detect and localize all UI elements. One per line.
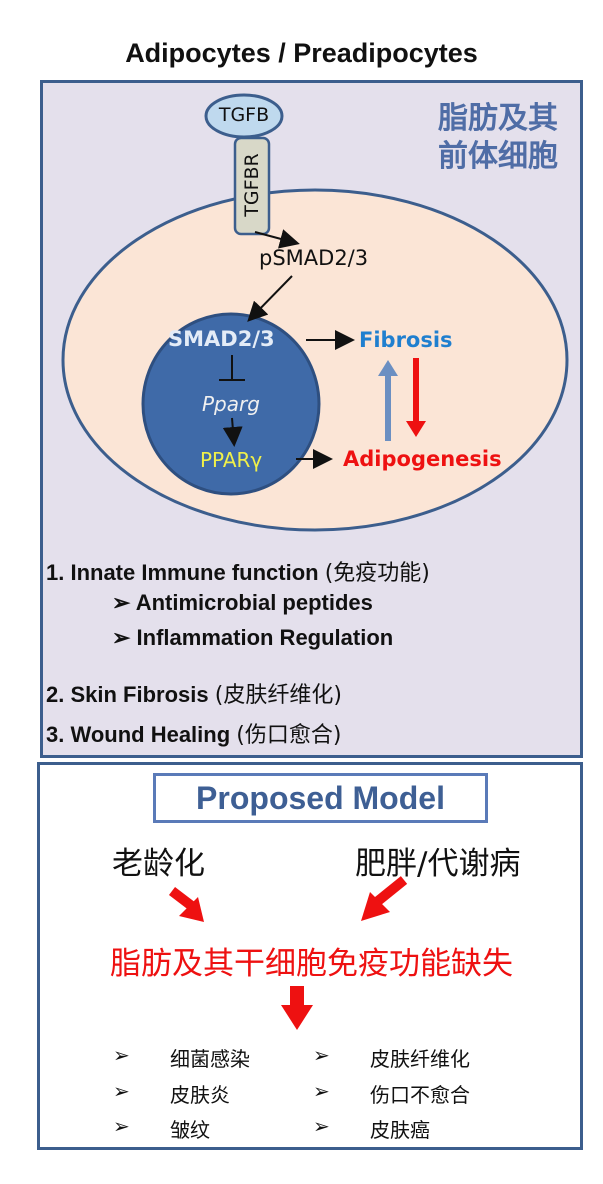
adipogenesis-label: Adipogenesis: [343, 447, 502, 471]
bullet-icon: ➢: [313, 1079, 330, 1103]
function-item-1: 1. Innate Immune function (免疫功能): [46, 555, 430, 587]
blue-up-arrow: [378, 360, 398, 441]
cause-aging: 老龄化: [112, 846, 205, 882]
effect-left-2: 皮肤炎: [170, 1083, 230, 1107]
tgfb-ligand: [204, 93, 284, 139]
bullet-icon: ➢: [313, 1114, 330, 1138]
function-item-1-sub-1: ➢ Antimicrobial peptides: [112, 590, 373, 615]
tgfbr-label: TGFBR: [241, 153, 263, 217]
cell-nucleus: [141, 312, 321, 496]
cell-type-label: 脂肪及其 前体细胞: [418, 100, 578, 176]
cause-obesity: 肥胖/代谢病: [355, 846, 521, 882]
model-result: 脂肪及其干细胞免疫功能缺失: [110, 946, 513, 982]
cell-type-label-line1: 脂肪及其: [438, 101, 558, 136]
tgfb-label: TGFB: [218, 104, 270, 126]
effect-right-2: 伤口不愈合: [370, 1083, 470, 1107]
function-item-2: 2. Skin Fibrosis (皮肤纤维化): [46, 677, 342, 709]
red-down-arrow: [406, 358, 426, 437]
effect-left-3: 皱纹: [170, 1118, 210, 1142]
function-item-3-zh: (伤口愈合): [236, 723, 342, 748]
bullet-icon: ➢: [113, 1043, 130, 1067]
function-item-2-label: 2. Skin Fibrosis: [46, 682, 209, 707]
effect-right-3: 皮肤癌: [370, 1118, 430, 1142]
function-item-1-sub-2: ➢ Inflammation Regulation: [112, 625, 394, 650]
red-arrow-down: [281, 986, 313, 1030]
fibrosis-label: Fibrosis: [359, 328, 453, 352]
bullet-icon: ➢: [313, 1043, 330, 1067]
effect-right-1: 皮肤纤维化: [370, 1047, 470, 1071]
cell-type-label-line2: 前体细胞: [438, 139, 558, 174]
smad-label: SMAD2/3: [168, 327, 275, 351]
page-title: Adipocytes / Preadipocytes: [125, 38, 478, 68]
ppar-protein-label: PPARγ: [200, 448, 263, 472]
red-arrow-left: [168, 887, 204, 922]
function-item-1-zh: (免疫功能): [324, 561, 430, 586]
function-item-3: 3. Wound Healing (伤口愈合): [46, 717, 341, 749]
function-item-2-zh: (皮肤纤维化): [214, 683, 342, 708]
bullet-icon: ➢: [113, 1114, 130, 1138]
arrow-receptor-to-psmad: [254, 229, 300, 249]
effect-left-1: 细菌感染: [170, 1047, 250, 1071]
proposed-model-heading: Proposed Model: [153, 773, 488, 823]
pparg-gene-label: Pparg: [202, 392, 260, 416]
cell-cytoplasm: [61, 188, 569, 532]
psmad-label: pSMAD2/3: [259, 246, 369, 270]
arrow-pparg-to-ppar: [222, 417, 243, 447]
function-item-3-label: 3. Wound Healing: [46, 722, 231, 747]
function-item-1-label: 1. Innate Immune function: [46, 560, 319, 585]
bullet-icon: ➢: [113, 1079, 130, 1103]
arrow-psmad-to-smad: [247, 275, 293, 322]
red-arrow-right: [361, 876, 408, 921]
proposed-model-panel: [37, 762, 583, 1150]
